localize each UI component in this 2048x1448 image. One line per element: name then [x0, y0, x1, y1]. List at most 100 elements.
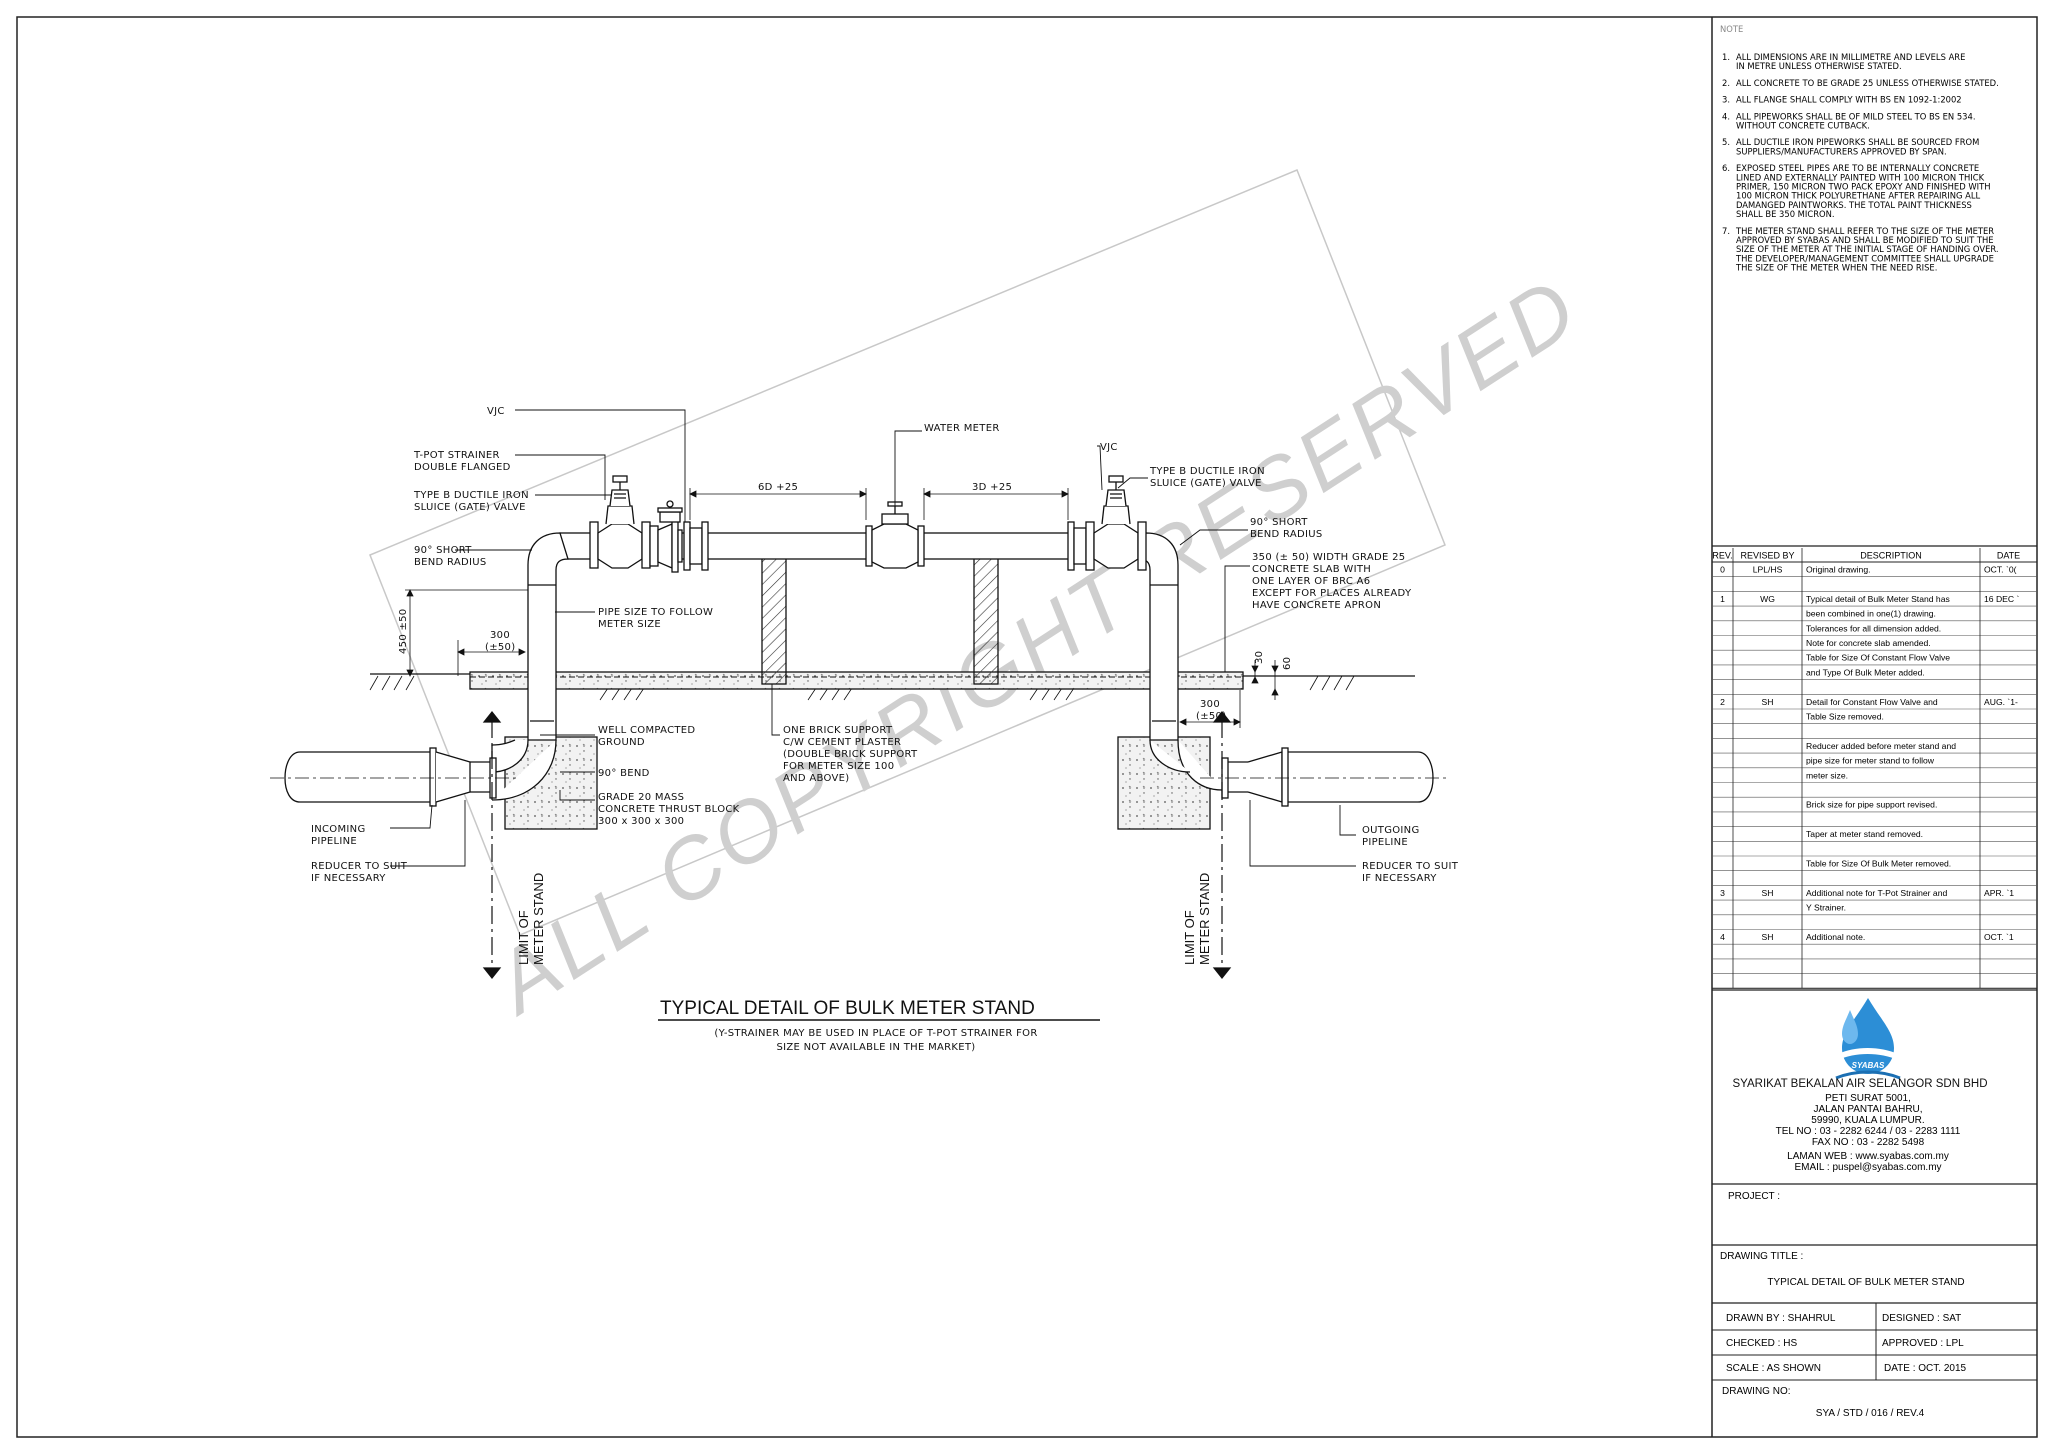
label-brick-4: FOR METER SIZE 100 — [783, 761, 894, 772]
label-incoming-1: INCOMING — [311, 824, 366, 835]
label-thrust-3: 300 x 300 x 300 — [598, 816, 684, 827]
company-address-2: JALAN PANTAI BAHRU, — [1813, 1104, 1922, 1115]
note-line: IN METRE UNLESS OTHERWISE STATED. — [1736, 61, 1902, 71]
dim-30: 30 — [1254, 651, 1265, 664]
label-slab-1: 350 (± 50) WIDTH GRADE 25 — [1252, 552, 1405, 563]
label-limit-left-2: METER STAND — [531, 873, 546, 965]
label-tpot-2: DOUBLE FLANGED — [414, 462, 511, 473]
rev-cell: SH — [1762, 932, 1774, 942]
label-thrust-1: GRADE 20 MASS — [598, 792, 684, 803]
label-bend-right-1: 90° SHORT — [1250, 517, 1308, 528]
logo-text: SYABAS — [1852, 1061, 1885, 1070]
approved-by: APPROVED : LPL — [1882, 1338, 1964, 1349]
label-vjc-left: VJC — [487, 406, 505, 417]
note-line: DAMANGED PAINTWORKS. THE TOTAL PAINT THI… — [1736, 200, 1972, 210]
note-line: WITHOUT CONCRETE CUTBACK. — [1736, 121, 1870, 131]
company-email: EMAIL : puspel@syabas.com.my — [1794, 1162, 1941, 1173]
rev-cell: OCT. `1 — [1984, 932, 2014, 942]
rev-header-cell: DESCRIPTION — [1860, 551, 1922, 561]
label-brick-5: AND ABOVE) — [783, 773, 849, 784]
note-line: SUPPLIERS/MANUFACTURERS APPROVED BY SPAN… — [1736, 146, 1947, 156]
label-outgoing-1: OUTGOING — [1362, 825, 1420, 836]
label-valve-left-1: TYPE B DUCTILE IRON — [413, 490, 529, 501]
note-number: 6. — [1722, 163, 1730, 173]
rev-cell: Y Strainer. — [1806, 903, 1846, 913]
rev-cell: OCT. `0( — [1984, 565, 2017, 575]
rev-cell: WG — [1760, 594, 1775, 604]
label-outgoing-2: PIPELINE — [1362, 837, 1408, 848]
label-limit-right-1: LIMIT OF — [1182, 910, 1197, 965]
dim-left-300-tol: (±50) — [485, 642, 515, 653]
rev-cell: SH — [1762, 697, 1774, 707]
label-valve-right-1: TYPE B DUCTILE IRON — [1149, 466, 1265, 477]
drawing-title: TYPICAL DETAIL OF BULK METER STAND — [1767, 1277, 1964, 1288]
gate-valve-left — [589, 475, 651, 569]
water-meter — [871, 501, 919, 569]
rev-cell: 4 — [1720, 932, 1725, 942]
label-reducer-left-1: REDUCER TO SUIT — [311, 861, 408, 872]
dimension-lines — [405, 488, 1279, 728]
rev-cell: LPL/HS — [1753, 565, 1783, 575]
rev-header-cell: DATE — [1997, 551, 2020, 561]
gate-valve-right — [1073, 475, 1147, 571]
rev-cell: AUG. `1- — [1984, 697, 2018, 707]
rev-cell: 0 — [1720, 565, 1725, 575]
note-line: EXPOSED STEEL PIPES ARE TO BE INTERNALLY… — [1736, 163, 1979, 173]
rev-cell: Detail for Constant Flow Valve and — [1806, 697, 1938, 707]
label-pipe-size-1: PIPE SIZE TO FOLLOW — [598, 607, 713, 618]
company-address-1: PETI SURAT 5001, — [1825, 1093, 1911, 1104]
vjc-left — [683, 521, 709, 571]
label-brick-3: (DOUBLE BRICK SUPPORT — [783, 749, 918, 760]
rev-cell: Table for Size Of Constant Flow Valve — [1806, 653, 1950, 663]
rev-cell: Original drawing. — [1806, 565, 1870, 575]
drawing-no-label: DRAWING NO: — [1722, 1386, 1791, 1397]
dim-60: 60 — [1282, 657, 1293, 670]
note-number: 1. — [1722, 52, 1730, 62]
note-line: ALL CONCRETE TO BE GRADE 25 UNLESS OTHER… — [1736, 78, 1999, 88]
outgoing-pipeline — [1200, 747, 1448, 807]
rev-cell: Additional note. — [1806, 932, 1865, 942]
label-valve-right-2: SLUICE (GATE) VALVE — [1150, 478, 1262, 489]
incoming-pipeline — [270, 747, 520, 807]
brick-support-left — [761, 555, 787, 685]
company-tel: TEL NO : 03 - 2282 6244 / 03 - 2283 1111 — [1776, 1126, 1961, 1137]
detail-labels: VJC T-POT STRAINER DOUBLE FLANGED TYPE B… — [311, 406, 1459, 1053]
label-slab-3: ONE LAYER OF BRC A6 — [1252, 576, 1370, 587]
note-line: SIZE OF THE METER AT THE INITIAL STAGE O… — [1736, 244, 1999, 254]
note-line: ALL DIMENSIONS ARE IN MILLIMETRE AND LEV… — [1736, 52, 1965, 62]
notes-header: NOTE — [1720, 24, 1743, 34]
leader-lines — [390, 409, 1356, 867]
thrust-block-right — [1117, 736, 1211, 830]
rev-cell: Table Size removed. — [1806, 712, 1884, 722]
label-reducer-right-2: IF NECESSARY — [1362, 873, 1437, 884]
rev-cell: Reducer added before meter stand and — [1806, 741, 1956, 751]
notes-block: NOTE 1. ALL DIMENSIONS ARE IN MILLIMETRE … — [1720, 24, 1999, 273]
detail-subtitle-2: SIZE NOT AVAILABLE IN THE MARKET) — [777, 1042, 976, 1053]
label-reducer-right-1: REDUCER TO SUIT — [1362, 861, 1459, 872]
label-water-meter: WATER METER — [924, 423, 1000, 434]
dim-height: 450 ±50 — [398, 609, 409, 654]
company-address-3: 59990, KUALA LUMPUR. — [1811, 1115, 1924, 1126]
note-number: 3. — [1722, 95, 1730, 105]
label-slab-4: EXCEPT FOR PLACES ALREADY — [1252, 588, 1412, 599]
rev-cell: meter size. — [1806, 770, 1848, 780]
label-reducer-left-2: IF NECESSARY — [311, 873, 386, 884]
rev-cell: Typical detail of Bulk Meter Stand has — [1806, 594, 1950, 604]
note-line: THE SIZE OF THE METER WHEN THE NEED RISE… — [1735, 263, 1937, 273]
label-well-compacted-1: WELL COMPACTED — [598, 725, 695, 736]
rev-cell: Brick size for pipe support revised. — [1806, 800, 1937, 810]
company-block: SYABAS SYARIKAT BEKALAN AIR SELANGOR SDN… — [1712, 989, 2037, 1173]
detail-subtitle-1: (Y-STRAINER MAY BE USED IN PLACE OF T-PO… — [714, 1028, 1037, 1039]
note-line: THE DEVELOPER/MANAGEMENT COMMITTEE SHALL… — [1735, 253, 1994, 263]
checked-by: CHECKED : HS — [1726, 1338, 1797, 1349]
drawn-by: DRAWN BY : SHAHRUL — [1726, 1313, 1836, 1324]
label-well-compacted-2: GROUND — [598, 737, 645, 748]
company-web: LAMAN WEB : www.syabas.com.my — [1787, 1151, 1949, 1162]
revision-rows: REV. REVISED BY DESCRIPTION DATE 0 LPL/HS Orig… — [1712, 551, 2020, 943]
rev-cell: 3 — [1720, 888, 1725, 898]
label-valve-left-2: SLUICE (GATE) VALVE — [414, 502, 526, 513]
tpot-strainer — [649, 500, 683, 573]
rev-header-cell: REVISED BY — [1740, 551, 1794, 561]
rev-header-cell: REV. — [1712, 551, 1732, 561]
